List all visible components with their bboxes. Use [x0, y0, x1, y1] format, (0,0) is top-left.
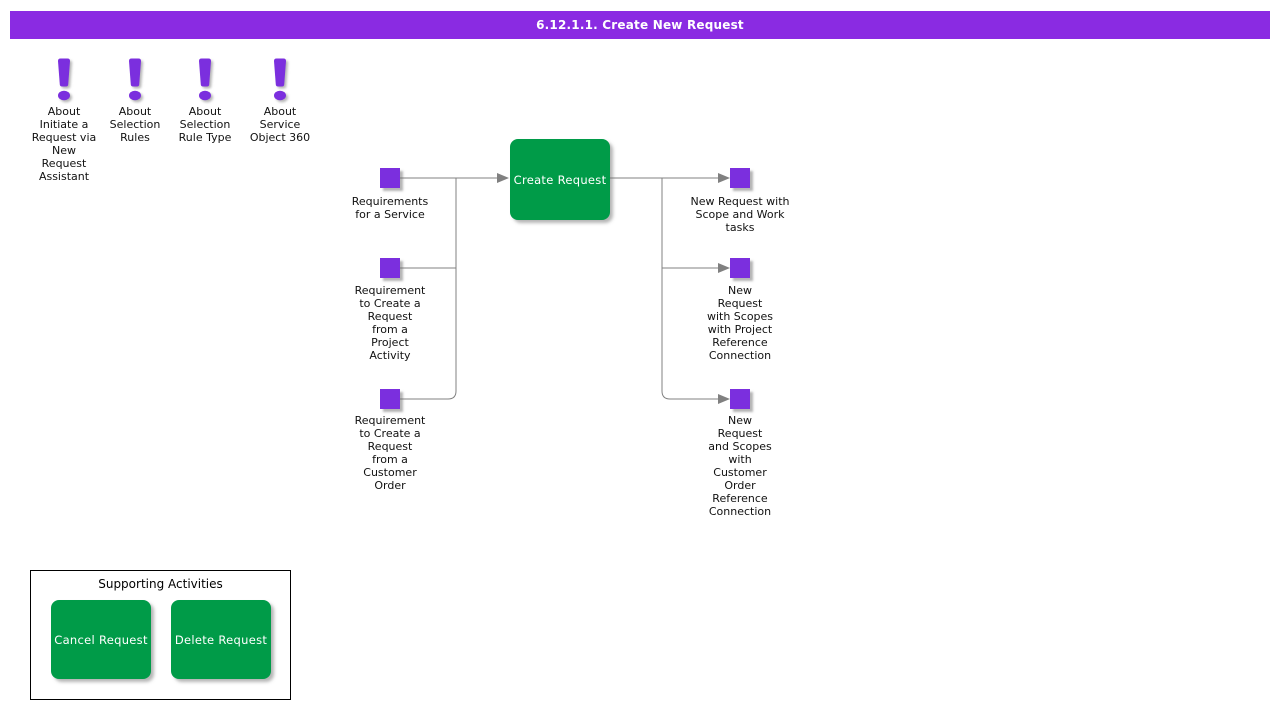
- about-item-service-object-360[interactable]: About Service Object 360: [235, 57, 325, 144]
- supporting-activities-box: Supporting Activities Cancel Request Del…: [30, 570, 291, 700]
- exclamation-icon: [129, 58, 141, 101]
- arrowhead-output-1: [718, 173, 730, 183]
- input-node-requirement-from-customer-order[interactable]: [380, 389, 400, 409]
- about-item-label: About Service Object 360: [249, 105, 311, 144]
- about-item-initiate-request-via-new-request-assistant[interactable]: About Initiate a Request via New Request…: [19, 57, 109, 183]
- output-node-new-request-with-project-reference[interactable]: [730, 258, 750, 278]
- input-node-label: Requirements for a Service: [351, 195, 429, 221]
- arrowhead-output-2: [718, 263, 730, 273]
- exclamation-icon: [58, 58, 70, 101]
- input-node-requirements-for-a-service[interactable]: [380, 168, 400, 188]
- arrowhead-output-3: [718, 394, 730, 404]
- output-node-label: New Request with Scope and Work tasks: [690, 195, 790, 234]
- input-node-requirement-from-project-activity[interactable]: [380, 258, 400, 278]
- delete-request-button[interactable]: Delete Request: [171, 600, 271, 679]
- about-item-selection-rules[interactable]: About Selection Rules: [90, 57, 180, 144]
- output-node-label: New Request and Scopes with Customer Ord…: [708, 414, 772, 518]
- cancel-request-button[interactable]: Cancel Request: [51, 600, 151, 679]
- exclamation-icon: [199, 58, 211, 101]
- exclamation-icon: [274, 58, 286, 101]
- about-item-label: About Selection Rule Type: [178, 105, 232, 144]
- diagram-title-bar: 6.12.1.1. Create New Request: [10, 11, 1270, 39]
- about-item-label: About Selection Rules: [109, 105, 161, 144]
- input-node-label: Requirement to Create a Request from a C…: [354, 414, 426, 492]
- process-box-label: Create Request: [513, 172, 607, 187]
- process-box-create-request[interactable]: Create Request: [510, 139, 610, 220]
- about-item-selection-rule-type[interactable]: About Selection Rule Type: [160, 57, 250, 144]
- input-node-label: Requirement to Create a Request from a P…: [354, 284, 426, 362]
- supporting-activities-title: Supporting Activities: [98, 577, 223, 591]
- arrowhead-into-create-request: [497, 173, 509, 183]
- about-item-label: About Initiate a Request via New Request…: [31, 105, 97, 183]
- output-node-label: New Request with Scopes with Project Ref…: [706, 284, 774, 362]
- output-node-new-request-with-scope-and-work-tasks[interactable]: [730, 168, 750, 188]
- output-node-new-request-with-customer-order-reference[interactable]: [730, 389, 750, 409]
